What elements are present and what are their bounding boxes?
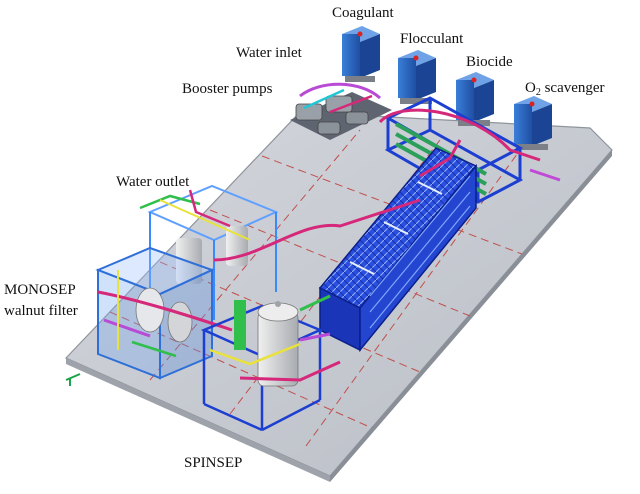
label-flocculant: Flocculant bbox=[400, 31, 464, 47]
tank-o2-scavenger bbox=[514, 96, 552, 150]
platform-front-edge bbox=[66, 358, 330, 482]
label-o2-scavenger: O2 scavenger bbox=[525, 80, 605, 98]
platform-side-edge bbox=[330, 150, 612, 482]
spinsep-skid bbox=[200, 300, 341, 432]
label-water-inlet: Water inlet bbox=[236, 45, 302, 61]
label-monosep-line2: walnut filter bbox=[4, 303, 78, 319]
monosep-walnut-filter bbox=[95, 246, 233, 380]
label-water-outlet: Water outlet bbox=[116, 174, 190, 190]
interconnecting-pipes bbox=[213, 139, 462, 312]
label-spinsep: SPINSEP bbox=[184, 455, 243, 471]
platform-axis-marker bbox=[65, 373, 81, 386]
label-biocide: Biocide bbox=[466, 54, 513, 70]
label-booster-pumps: Booster pumps bbox=[182, 81, 273, 97]
booster-pumps-skid bbox=[290, 82, 392, 140]
tank-flocculant bbox=[398, 50, 436, 104]
tank-coagulant bbox=[342, 26, 380, 82]
label-coagulant: Coagulant bbox=[332, 5, 394, 21]
label-monosep-line1: MONOSEP bbox=[4, 282, 76, 298]
membrane-rack bbox=[318, 147, 478, 353]
